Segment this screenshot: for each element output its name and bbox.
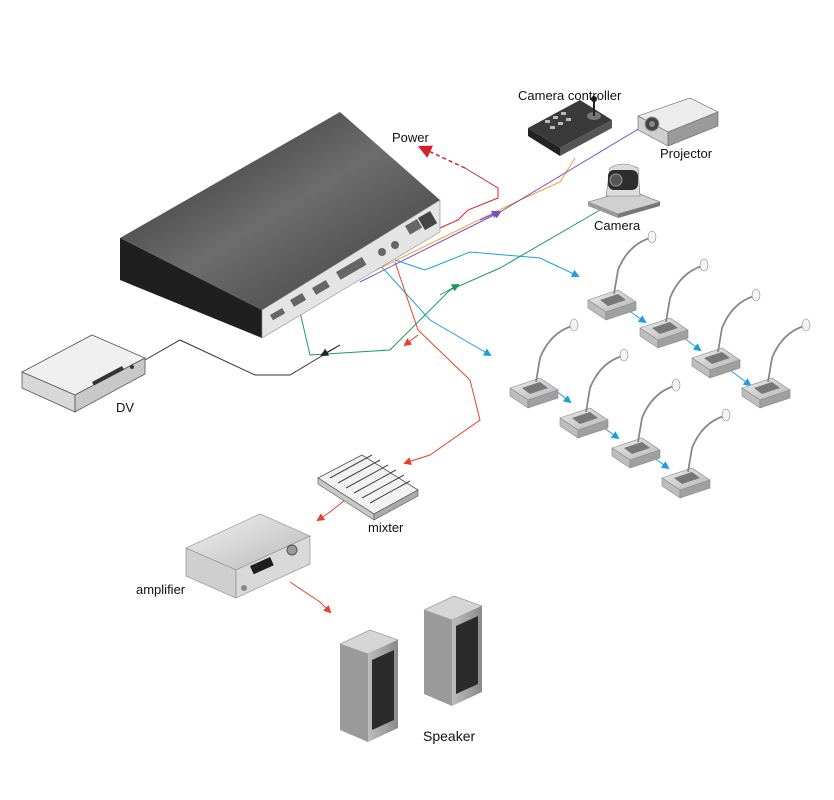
conference-unit (639, 258, 709, 349)
conference-unit (587, 230, 657, 321)
ptz-camera-device (587, 163, 661, 218)
conference-cable-upper (394, 251, 580, 278)
conference-unit (509, 318, 579, 409)
amplifier-device (185, 513, 311, 599)
projector-arrow (479, 210, 500, 221)
power-arrow (417, 145, 466, 169)
camera-controller-cable (371, 157, 576, 273)
projector-device (637, 97, 719, 147)
controller-top (120, 112, 440, 310)
dv-cable (144, 339, 341, 376)
camera-arrow (439, 284, 460, 296)
main-controller-unit (120, 112, 441, 339)
audio-arrow-1 (403, 334, 419, 347)
label-dv: DV (116, 400, 135, 415)
label-mixter: mixter (368, 520, 404, 535)
amp-to-speaker (289, 581, 332, 614)
controller-ports (270, 210, 438, 321)
label-camera-controller: Camera controller (518, 88, 622, 103)
conference-unit (611, 378, 681, 469)
audio-cable (394, 261, 481, 456)
conference-units (509, 230, 811, 499)
camera-cable (299, 209, 601, 356)
conference-unit (691, 288, 761, 379)
label-speaker: Speaker (423, 728, 476, 744)
conference-cable-lower (379, 264, 492, 357)
audio-arrow-2 (403, 454, 431, 465)
conference-unit (559, 348, 629, 439)
mixer-device (317, 454, 419, 521)
controller-side (120, 238, 262, 338)
dv-player (21, 334, 146, 413)
power-cable (439, 167, 499, 229)
dv-arrow (320, 344, 341, 356)
conference-unit (741, 318, 811, 409)
label-projector: Projector (660, 146, 713, 161)
speaker-left (339, 629, 399, 742)
speaker-right (423, 595, 483, 706)
label-camera: Camera (594, 218, 641, 233)
conference-unit (661, 408, 731, 499)
label-power: Power (392, 130, 429, 145)
mixer-to-amp (316, 499, 346, 522)
projector-cable (359, 127, 641, 283)
camera-controller-device (528, 96, 612, 156)
label-amplifier: amplifier (136, 582, 186, 597)
